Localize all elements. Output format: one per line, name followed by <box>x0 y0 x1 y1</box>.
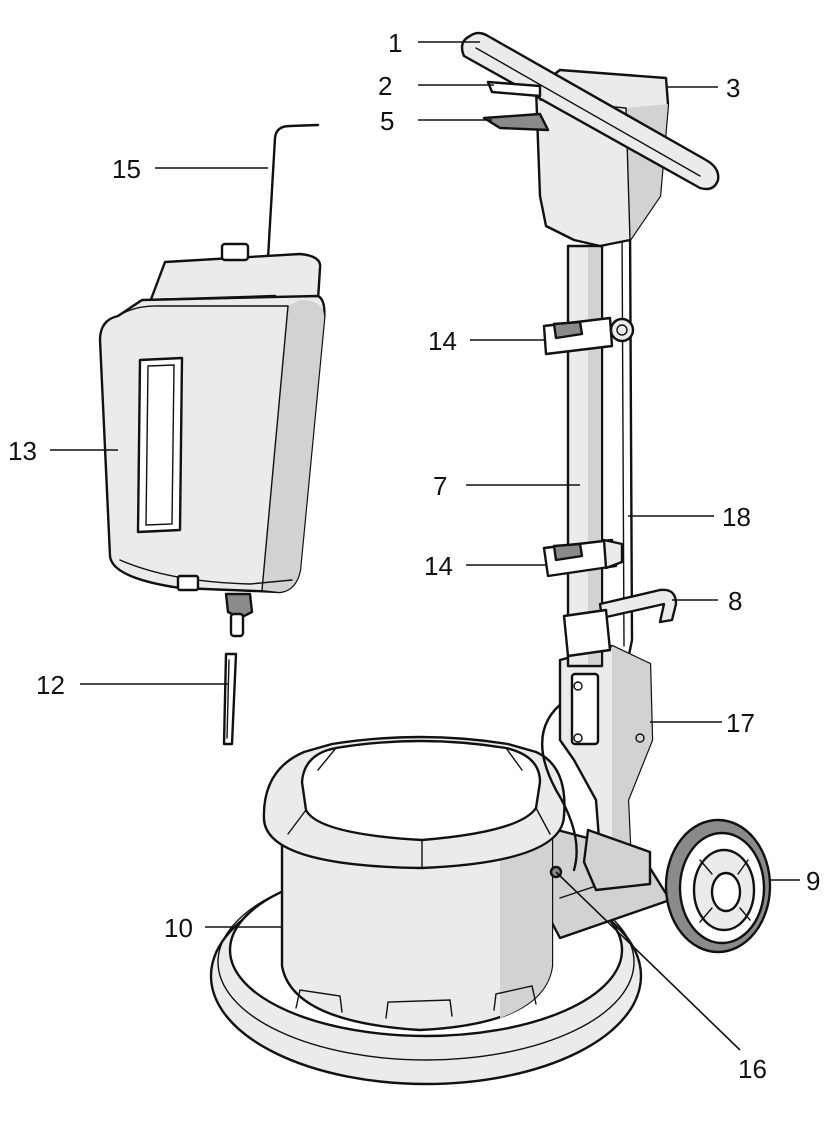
callout-trigger: 5 <box>380 106 394 136</box>
callout-tube: 7 <box>433 471 447 501</box>
height-adjust-lever <box>598 588 678 624</box>
callout-bracket-upper: 14 <box>428 326 457 356</box>
callout-labels: 1 2 3 5 7 8 9 10 12 13 14 14 15 16 17 18 <box>8 28 820 1084</box>
callout-hinge: 17 <box>726 708 755 738</box>
callout-motor: 10 <box>164 913 193 943</box>
callout-cable: 18 <box>722 502 751 532</box>
callout-port: 16 <box>738 1054 767 1084</box>
hose <box>222 652 238 746</box>
callout-height-lever: 8 <box>728 586 742 616</box>
motor-cover-top <box>300 739 542 842</box>
leader-lines <box>50 41 800 1051</box>
machine-base <box>209 735 772 1086</box>
callout-wheel: 9 <box>806 866 820 896</box>
bracket-knob <box>609 317 635 343</box>
callout-switch-box: 3 <box>726 73 740 103</box>
handle-assembly <box>460 31 720 892</box>
solution-tank <box>98 123 326 638</box>
trigger-lever <box>482 112 550 132</box>
tank-top <box>148 252 322 304</box>
tank-hanger-hook <box>266 123 320 260</box>
callout-handle: 1 <box>388 28 402 58</box>
wheel <box>664 818 772 954</box>
callout-hose: 12 <box>36 670 65 700</box>
tank-valve <box>224 592 254 620</box>
callout-lever: 2 <box>378 71 392 101</box>
power-cable <box>626 218 634 662</box>
callout-bracket-lower: 14 <box>424 551 453 581</box>
tank-level-window <box>136 356 184 534</box>
callout-tank: 13 <box>8 436 37 466</box>
tank-top-knob <box>220 242 250 262</box>
callout-tank-hanger: 15 <box>112 154 141 184</box>
